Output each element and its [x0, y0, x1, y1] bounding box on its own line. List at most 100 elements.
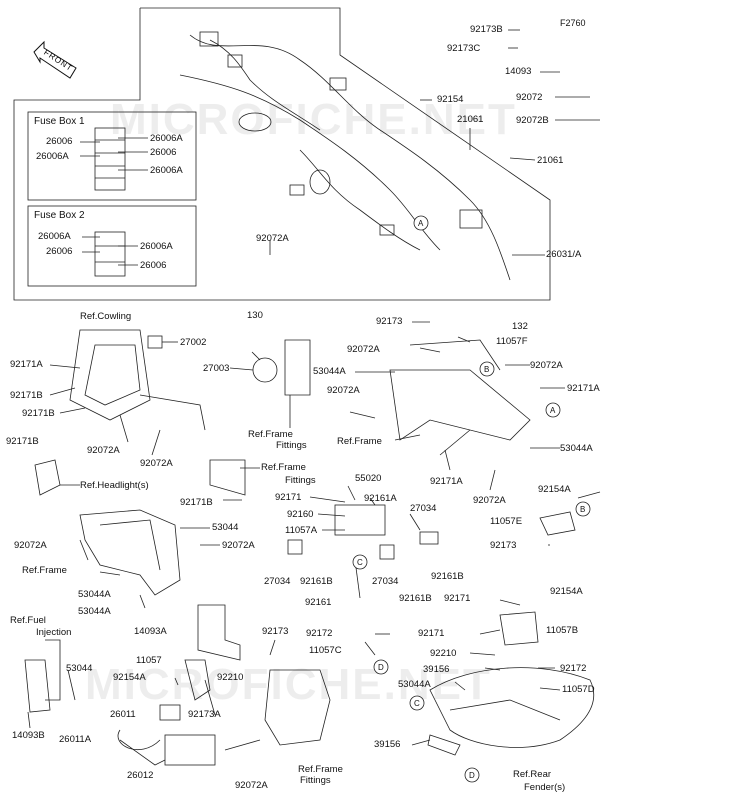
part-label[interactable]: Ref.Frame [248, 429, 293, 440]
part-label[interactable]: 53044A [398, 679, 431, 690]
part-label[interactable]: 92072A [235, 780, 268, 791]
part-label[interactable]: Ref.Fuel [10, 615, 46, 626]
part-label[interactable]: 92171 [418, 628, 445, 639]
part-label[interactable]: 92160 [287, 509, 314, 520]
part-label[interactable]: 92210 [217, 672, 244, 683]
part-label[interactable]: 55020 [355, 473, 382, 484]
part-label[interactable]: 21061 [537, 155, 564, 166]
part-label[interactable]: 53044 [212, 522, 239, 533]
callout-letter: C [357, 558, 363, 567]
part-label[interactable]: 11057F [496, 336, 528, 347]
part-label[interactable]: 92173 [376, 316, 403, 327]
part-label[interactable]: 92072A [256, 233, 289, 244]
fuse-label[interactable]: 26006 [140, 260, 167, 271]
part-label[interactable]: 92161B [300, 576, 333, 587]
part-label[interactable]: 92171B [180, 497, 213, 508]
part-label[interactable]: 39156 [423, 664, 450, 675]
part-label[interactable]: 92173C [447, 43, 481, 54]
part-label[interactable]: 14093A [134, 626, 167, 637]
part-label[interactable]: Injection [36, 627, 72, 638]
part-label[interactable]: 53044 [66, 663, 93, 674]
part-label[interactable]: Fittings [276, 440, 307, 451]
part-label[interactable]: 14093B [12, 730, 45, 741]
part-label[interactable]: 92072A [87, 445, 120, 456]
part-label[interactable]: 92171B [6, 436, 39, 447]
part-label[interactable]: 11057D [562, 684, 595, 695]
callout-letter: C [414, 699, 420, 708]
part-label[interactable]: 92072 [516, 92, 543, 103]
part-label[interactable]: Ref.Cowling [80, 311, 132, 322]
part-label[interactable]: 92210 [430, 648, 457, 659]
part-label[interactable]: 11057E [490, 516, 523, 527]
part-label[interactable]: 53044A [560, 443, 593, 454]
part-label[interactable]: 11057 [136, 655, 162, 666]
part-label[interactable]: 92173B [470, 24, 503, 35]
part-label[interactable]: 92072A [327, 385, 360, 396]
part-label[interactable]: 27034 [264, 576, 291, 587]
part-label[interactable]: 53044A [78, 589, 111, 600]
part-label[interactable]: Ref.Frame [337, 436, 382, 447]
part-label[interactable]: 53044A [313, 366, 346, 377]
part-label[interactable]: 92072A [347, 344, 380, 355]
part-label[interactable]: 26012 [127, 770, 154, 781]
part-label[interactable]: Ref.Frame [298, 764, 343, 775]
part-label[interactable]: 11057B [546, 625, 579, 636]
part-label[interactable]: 92171A [567, 383, 600, 394]
part-label[interactable]: 14093 [505, 66, 532, 77]
part-label[interactable]: 92154A [113, 672, 146, 683]
part-label[interactable]: 53044A [78, 606, 111, 617]
fuse-label[interactable]: 26006A [36, 151, 69, 162]
part-label[interactable]: 92072A [140, 458, 173, 469]
part-label[interactable]: 92161 [305, 597, 332, 608]
part-label[interactable]: 92171 [275, 492, 302, 503]
part-label[interactable]: 27034 [410, 503, 437, 514]
part-label[interactable]: 130 [247, 310, 263, 321]
part-label[interactable]: 92171A [430, 476, 463, 487]
part-label[interactable]: Ref.Rear [513, 769, 552, 780]
part-label[interactable]: 92072A [14, 540, 47, 551]
part-label[interactable]: 132 [512, 321, 528, 332]
part-label[interactable]: 92072B [516, 115, 549, 126]
part-label[interactable]: 92171 [444, 593, 471, 604]
part-label[interactable]: 92172 [306, 628, 333, 639]
part-label[interactable]: 21061 [457, 114, 484, 125]
part-label[interactable]: Ref.Frame [22, 565, 67, 576]
part-label[interactable]: 27034 [372, 576, 399, 587]
part-label[interactable]: 92072A [530, 360, 563, 371]
part-label[interactable]: Ref.Headlight(s) [80, 480, 149, 491]
part-label[interactable]: 27003 [203, 363, 230, 374]
part-label[interactable]: 92171B [22, 408, 55, 419]
part-label[interactable]: 92171A [10, 359, 43, 370]
part-label[interactable]: 92154A [538, 484, 571, 495]
part-label[interactable]: 92154 [437, 94, 464, 105]
part-label[interactable]: Ref.Frame [261, 462, 306, 473]
part-label[interactable]: Fittings [285, 475, 316, 486]
part-label[interactable]: 11057C [309, 645, 342, 656]
part-label[interactable]: 92161B [431, 571, 464, 582]
fuse-label[interactable]: 26006 [46, 246, 73, 257]
part-label[interactable]: 26031/A [546, 249, 582, 260]
fuse-label[interactable]: 26006A [150, 133, 183, 144]
part-label[interactable]: 26011 [110, 709, 136, 720]
part-label[interactable]: 92072A [222, 540, 255, 551]
part-label[interactable]: 39156 [374, 739, 401, 750]
part-label[interactable]: 92072A [473, 495, 506, 506]
part-label[interactable]: 27002 [180, 337, 207, 348]
part-label[interactable]: 11057A [285, 525, 318, 536]
part-label[interactable]: 92173A [188, 709, 221, 720]
fuse-label[interactable]: 26006 [46, 136, 73, 147]
fuse-label[interactable]: 26006 [150, 147, 177, 158]
part-label[interactable]: Fittings [300, 775, 331, 786]
part-label[interactable]: 26011A [59, 734, 92, 745]
fuse-label[interactable]: 26006A [38, 231, 71, 242]
part-label[interactable]: 92161B [399, 593, 432, 604]
fuse-label[interactable]: 26006A [150, 165, 183, 176]
part-label[interactable]: 92161A [364, 493, 397, 504]
part-label[interactable]: Fender(s) [524, 782, 566, 793]
part-label[interactable]: 92171B [10, 390, 43, 401]
part-label[interactable]: 92154A [550, 586, 583, 597]
fuse-label[interactable]: 26006A [140, 241, 173, 252]
part-label[interactable]: 92172 [560, 663, 587, 674]
part-label[interactable]: 92173 [262, 626, 289, 637]
part-label[interactable]: 92173 [490, 540, 517, 551]
